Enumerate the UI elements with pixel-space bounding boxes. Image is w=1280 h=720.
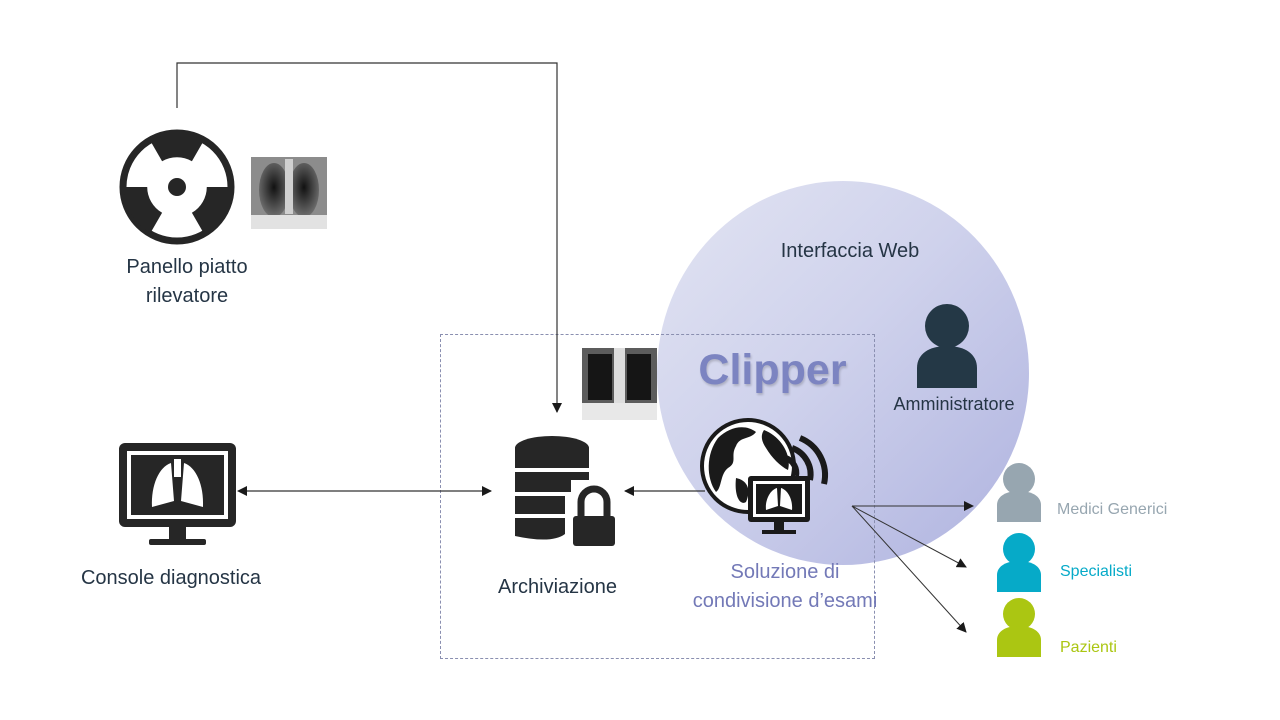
detector-label-line1: Panello piatto (126, 256, 248, 278)
sharing-label: Soluzione di condivisione d’esami (672, 558, 898, 616)
specialisti-person-icon (997, 533, 1041, 592)
admin-label: Amministratore (893, 394, 1015, 414)
console-label: Console diagnostica (80, 567, 262, 589)
clipper-boundary-box (440, 334, 875, 659)
sharing-to-pazienti-connector (851, 505, 967, 633)
medici-person-icon (997, 463, 1041, 522)
detector-label: Panello piatto rilevatore (97, 253, 277, 311)
detector-label-line2: rilevatore (145, 285, 229, 307)
web-interface-label: Interfaccia Web (780, 240, 920, 262)
specialisti-label: Specialisti (1060, 563, 1133, 580)
sharing-label-line1: Soluzione di (730, 561, 840, 583)
pazienti-label: Pazienti (1060, 639, 1117, 656)
sharing-label-line2: condivisione d’esami (692, 590, 878, 612)
archive-label: Archiviazione (498, 576, 617, 598)
detector-to-archive-connector (176, 62, 562, 413)
clipper-brand-label: Clipper (698, 346, 847, 394)
medici-label: Medici Generici (1057, 501, 1168, 518)
pazienti-person-icon (997, 598, 1041, 657)
sharing-to-specialisti-connector (851, 505, 967, 568)
